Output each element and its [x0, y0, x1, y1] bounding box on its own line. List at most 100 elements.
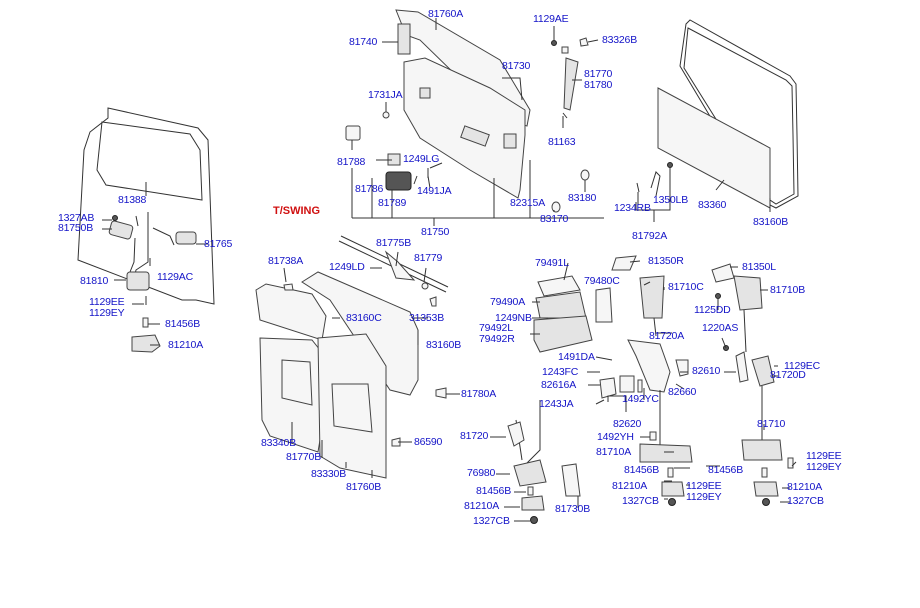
part-label-81770b[interactable]: 81770B	[286, 452, 321, 463]
part-label-1491da[interactable]: 1491DA	[558, 352, 595, 363]
part-number: 83160B	[426, 339, 462, 351]
part-label-83160c[interactable]: 83160C	[346, 313, 382, 324]
part-number: 81720	[460, 430, 489, 442]
part-label-81750b[interactable]: 81750B	[58, 223, 93, 234]
part-label-86590[interactable]: 86590	[414, 437, 442, 448]
part-label-1129ec[interactable]: 1129EC	[784, 361, 820, 372]
part-label-81163[interactable]: 81163	[548, 137, 576, 148]
part-label-79491l[interactable]: 79491L	[535, 258, 569, 269]
part-label-1350lb[interactable]: 1350LB	[653, 195, 688, 206]
part-label-81210a-mid[interactable]: 81210A	[464, 501, 499, 512]
part-label-81730[interactable]: 81730	[502, 61, 530, 72]
part-label-81788[interactable]: 81788	[337, 157, 365, 168]
part-number: 1492YH	[597, 431, 634, 443]
part-label-81792a[interactable]: 81792A	[632, 231, 667, 242]
part-label-81738a[interactable]: 81738A	[268, 256, 303, 267]
part-label-81210a-c[interactable]: 81210A	[612, 481, 647, 492]
part-label-1249lg[interactable]: 1249LG	[403, 154, 439, 165]
part-label-81210a-r[interactable]: 81210A	[787, 482, 822, 493]
part-label-81710a[interactable]: 81710A	[596, 447, 631, 458]
part-label-81710[interactable]: 81710	[757, 419, 785, 430]
part-label-81720[interactable]: 81720	[460, 431, 488, 442]
part-label-83160b-mid[interactable]: 83160B	[426, 340, 461, 351]
part-label-1492yc[interactable]: 1492YC	[622, 394, 659, 405]
part-label-1327cb-mid[interactable]: 1327CB	[473, 516, 510, 527]
part-label-83330b[interactable]: 83330B	[311, 469, 346, 480]
part-label-81780a[interactable]: 81780A	[461, 389, 496, 400]
part-number: 83326B	[602, 34, 638, 46]
part-label-81750[interactable]: 81750	[421, 227, 449, 238]
part-label-81740[interactable]: 81740	[349, 37, 377, 48]
part-label-81789[interactable]: 81789	[378, 198, 406, 209]
part-label-81710b[interactable]: 81710B	[770, 285, 805, 296]
part-label-76980[interactable]: 76980	[467, 468, 495, 479]
part-label-81760b[interactable]: 81760B	[346, 482, 381, 493]
part-number: 82610	[692, 365, 721, 377]
part-label-83160b-top[interactable]: 83160B	[753, 217, 788, 228]
part-label-82616a[interactable]: 82616A	[541, 380, 576, 391]
part-label-81730b[interactable]: 81730B	[555, 504, 590, 515]
part-label-1129ae[interactable]: 1129AE	[533, 13, 569, 25]
part-label-1220as[interactable]: 1220AS	[702, 323, 738, 334]
part-label-79480c[interactable]: 79480C	[584, 276, 620, 287]
part-label-1492yh[interactable]: 1492YH	[597, 432, 634, 443]
part-label-81720a[interactable]: 81720A	[649, 331, 684, 342]
part-label-81388[interactable]: 81388	[118, 195, 146, 206]
part-label-1491ja[interactable]: 1491JA	[417, 186, 452, 197]
part-label-82620[interactable]: 82620	[613, 419, 641, 430]
part-label-82660[interactable]: 82660	[668, 387, 696, 398]
part-label-81456b-r[interactable]: 81456B	[708, 465, 743, 476]
part-label-1249nb[interactable]: 1249NB	[495, 313, 532, 324]
part-label-83326b[interactable]: 83326B	[602, 35, 637, 46]
part-number: 81765	[204, 238, 233, 250]
part-label-1129ac[interactable]: 1129AC	[157, 272, 193, 283]
part-label-81760a[interactable]: 81760A	[428, 9, 463, 20]
part-label-1327ab[interactable]: 1327AB	[58, 213, 94, 224]
part-label-81456b-left[interactable]: 81456B	[165, 319, 200, 330]
part-label-1731ja[interactable]: 1731JA	[368, 90, 403, 101]
part-label-1249ld[interactable]: 1249LD	[329, 262, 365, 273]
part-number: 1129AE	[533, 13, 569, 25]
part-label-81810[interactable]: 81810	[80, 276, 108, 287]
part-label-82315a[interactable]: 82315A	[510, 198, 545, 209]
part-label-83170[interactable]: 83170	[540, 214, 568, 225]
part-label-83180[interactable]: 83180	[568, 193, 596, 204]
part-number: 1129EE	[806, 450, 842, 462]
part-label-81710c[interactable]: 81710C	[668, 282, 704, 293]
part-number: 81720D	[770, 369, 806, 381]
part-label-31353b[interactable]: 31353B	[409, 313, 444, 324]
part-label-1234rb[interactable]: 1234RB	[614, 203, 651, 214]
part-label-1243ja[interactable]: 1243JA	[539, 399, 574, 410]
part-label-1125dd[interactable]: 1125DD	[694, 305, 731, 316]
part-label-1327cb-c[interactable]: 1327CB	[622, 496, 659, 507]
part-label-79490a[interactable]: 79490A	[490, 297, 525, 308]
part-number: 83160C	[346, 312, 382, 324]
part-label-81456b-c[interactable]: 81456B	[624, 465, 659, 476]
part-label-83340b[interactable]: 83340B	[261, 438, 296, 449]
part-label-81765[interactable]: 81765	[204, 239, 232, 250]
part-number: 81456B	[476, 485, 512, 497]
part-label-81456b-mid[interactable]: 81456B	[476, 486, 511, 497]
part-label-83360[interactable]: 83360	[698, 200, 726, 211]
upper-door-panel	[345, 9, 604, 226]
part-number: 31353B	[409, 312, 445, 324]
part-label-82610[interactable]: 82610	[692, 366, 720, 377]
part-label-81779[interactable]: 81779	[414, 253, 442, 264]
part-label-81720d[interactable]: 81720D	[770, 370, 806, 381]
part-label-81350r[interactable]: 81350R	[648, 256, 684, 267]
part-label-81775b[interactable]: 81775B	[376, 238, 411, 249]
part-number: 1249LG	[403, 153, 440, 165]
part-label-81786[interactable]: 81786	[355, 184, 383, 195]
part-label-1243fc[interactable]: 1243FC	[542, 367, 578, 378]
part-number: 1243FC	[542, 366, 579, 378]
part-label-81350l[interactable]: 81350L	[742, 262, 776, 273]
part-label-1327cb-r[interactable]: 1327CB	[787, 496, 824, 507]
part-number: 81210A	[168, 339, 204, 351]
part-label-81210a-left[interactable]: 81210A	[168, 340, 203, 351]
